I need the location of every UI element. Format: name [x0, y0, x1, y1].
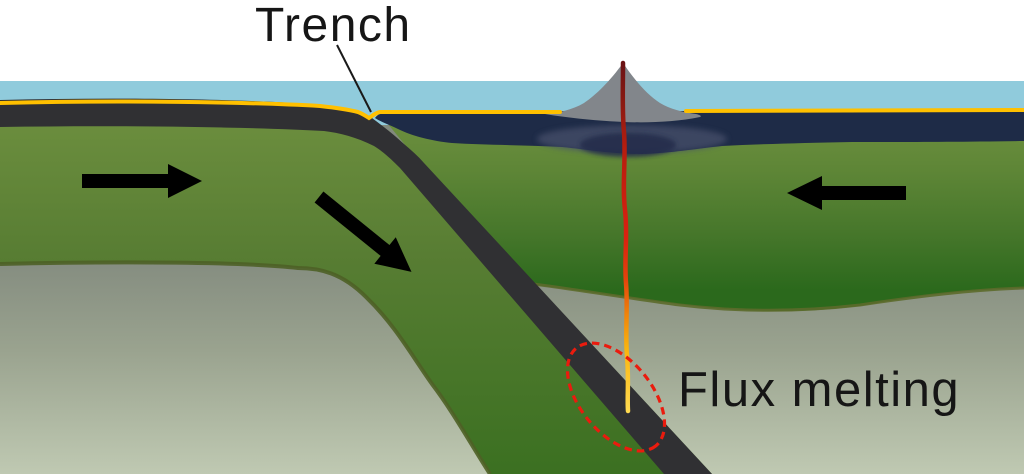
volcano-root-shadow-dark	[580, 133, 676, 157]
subducting-plate-bottom-outline	[0, 260, 492, 474]
overriding-plate-bottom-outline	[517, 280, 1024, 312]
slab-motion-arrow-icon	[314, 191, 412, 272]
flux-melting-label: Flux melting	[678, 363, 960, 417]
trench-leader-line	[336, 44, 372, 113]
seafloor-sediment-line-left	[0, 99, 562, 121]
oceanic-crust-dark-layer	[0, 98, 712, 474]
magma-conduit	[620, 60, 631, 414]
trench-label: Trench	[255, 0, 412, 52]
right-plate-motion-arrow-icon	[787, 176, 906, 210]
left-plate-motion-arrow-icon	[82, 164, 202, 198]
seafloor-sediment-line-right	[684, 108, 1024, 113]
flux-melting-zone-ellipse	[565, 341, 667, 453]
overriding-plate	[378, 112, 1024, 311]
